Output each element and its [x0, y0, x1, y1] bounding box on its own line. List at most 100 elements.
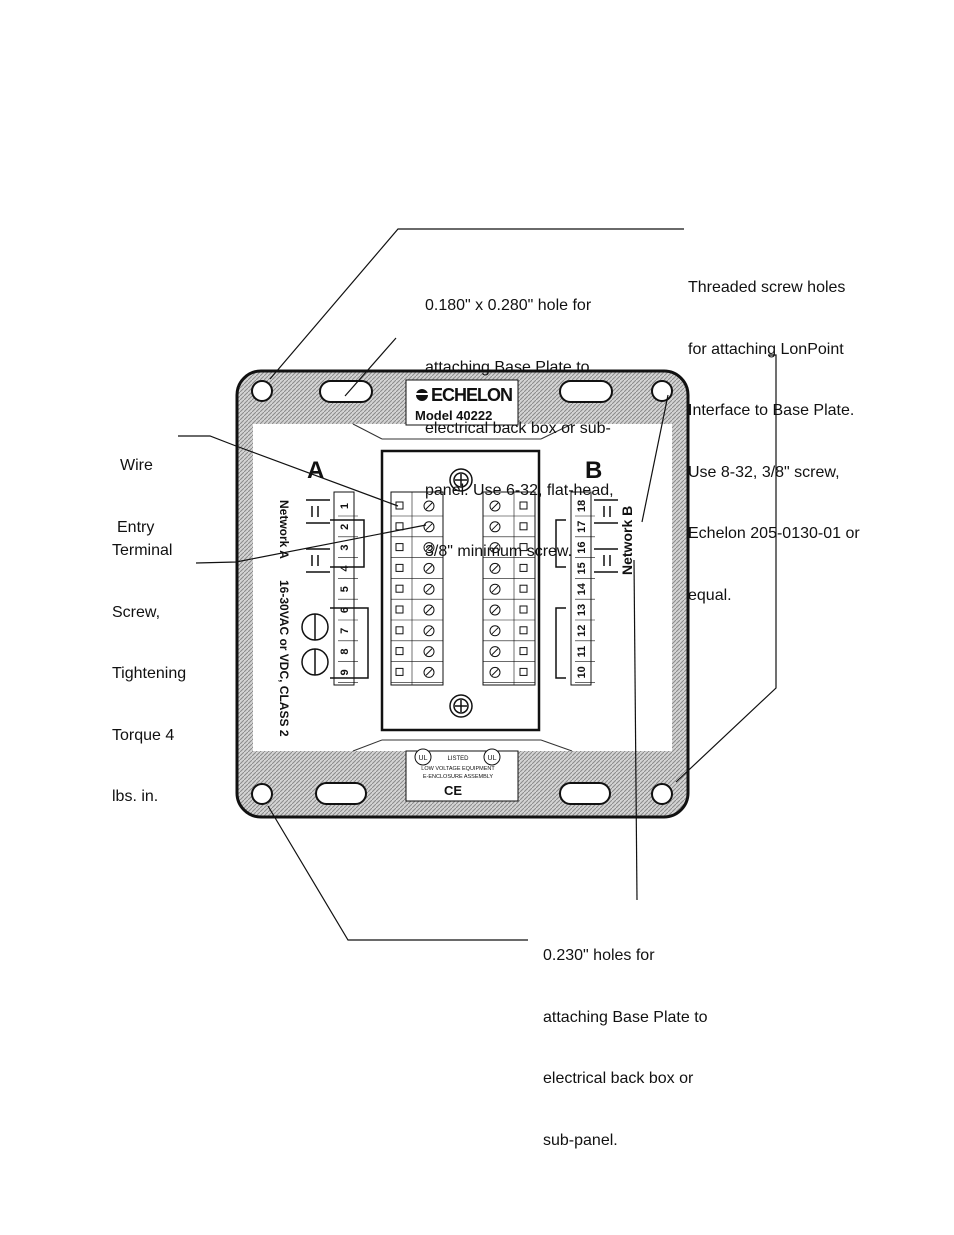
- leader-bottom-left-hole: [267, 805, 528, 941]
- callout-line: Use 8-32, 3/8" screw,: [688, 463, 840, 481]
- wire-entry-left: [395, 667, 404, 676]
- terminal-strip-b: [570, 491, 592, 686]
- callout-line: for attaching LonPoint: [688, 340, 844, 358]
- leader-bottom-holes-right: [633, 559, 638, 901]
- terminal-number: 1: [339, 503, 351, 509]
- wire-entry-left: [395, 647, 404, 656]
- screw-slot: [491, 523, 499, 531]
- screw-slot: [491, 648, 499, 655]
- terminal-number: 18: [576, 500, 588, 512]
- echelon-logo: [415, 389, 429, 401]
- leader-top-left-hole: [269, 228, 684, 380]
- callout-threaded-holes: Threaded screw holes for attaching LonPo…: [688, 237, 860, 627]
- leader-wire-entry: [178, 435, 399, 507]
- wire-entry-left: [395, 563, 404, 572]
- listing-text-2: LOW VOLTAGE EQUIPMENT: [421, 766, 495, 772]
- callout-line: panel. Use 6-32, flat-head,: [425, 481, 614, 499]
- network-a-label: Network A: [277, 500, 291, 559]
- section-a-label: A: [307, 457, 324, 484]
- round-mounting-holes: [251, 380, 673, 805]
- terminal-number: 10: [576, 666, 588, 678]
- ul-mark-left: UL: [414, 748, 432, 766]
- screw-slot: [491, 606, 499, 614]
- power-spec-label: 16-30VAC or VDC, CLASS 2: [277, 580, 291, 737]
- screw-slot: [425, 502, 433, 510]
- round-hole-bottom-right: [651, 783, 673, 805]
- callout-terminal-screw: Terminal Screw, Tightening Torque 4 lbs.…: [112, 500, 186, 828]
- screw-slot: [491, 585, 499, 593]
- slot-top-left: [319, 380, 373, 403]
- callout-line: Echelon 205-0130-01 or: [688, 525, 860, 542]
- screw-slot: [491, 502, 499, 510]
- round-hole-bottom-left: [251, 783, 273, 805]
- callout-bottom-holes: 0.230" holes for attaching Base Plate to…: [543, 905, 708, 1172]
- svg-text:UL: UL: [419, 755, 428, 762]
- wire-entry-right: [519, 501, 528, 510]
- terminal-number: 4: [339, 564, 351, 571]
- screw-slot: [425, 544, 433, 551]
- terminal-number: 11: [576, 646, 588, 658]
- terminal-number: 2: [339, 524, 351, 530]
- leader-lines: [178, 228, 777, 941]
- callout-line: Wire: [120, 457, 153, 474]
- callout-wire-entry: Wire Entry: [117, 415, 154, 559]
- wire-entry-left: [395, 522, 404, 531]
- screw-slot: [425, 627, 433, 635]
- slotted-mounting-holes: [315, 380, 613, 805]
- callout-line: electrical back box or sub-: [425, 420, 611, 437]
- callout-top-hole: 0.180" x 0.280" hole for attaching Base …: [425, 255, 614, 583]
- wire-entry-right: [519, 522, 528, 531]
- brand-name: ECHELON: [431, 385, 512, 405]
- network-a-jumpers: [306, 499, 365, 573]
- screw-slot: [491, 544, 499, 551]
- callout-line: Screw,: [112, 603, 161, 621]
- callout-line: 0.230" holes for: [543, 947, 655, 964]
- callout-line: Terminal: [112, 542, 173, 559]
- screw-slot: [425, 648, 433, 655]
- listing-text-1: LISTED: [447, 756, 469, 762]
- callout-line: Torque 4: [112, 726, 175, 744]
- screw-slot: [425, 585, 433, 593]
- callout-line: Threaded screw holes: [688, 279, 846, 296]
- callout-line: equal.: [688, 586, 732, 604]
- brand-label-panel: [405, 379, 519, 426]
- callout-line: electrical back box or: [543, 1070, 694, 1087]
- wire-entry-right: [519, 647, 528, 656]
- module-screw-bottom: [449, 694, 473, 718]
- network-b-jumpers: [555, 499, 618, 679]
- network-b-label: Network B: [619, 506, 635, 575]
- terminal-number: 3: [339, 545, 351, 551]
- terminal-number: 13: [576, 604, 588, 616]
- ul-mark-right: UL: [483, 748, 501, 766]
- terminal-number: 9: [339, 669, 351, 675]
- wire-entry-right: [519, 626, 528, 635]
- screw-slot: [425, 606, 433, 614]
- callout-line: 0.180" x 0.280" hole for: [425, 297, 592, 314]
- round-hole-top-left: [251, 380, 273, 402]
- callout-line: 3/8" minimum screw.: [425, 543, 573, 560]
- model-number: Model 40222: [415, 408, 492, 423]
- callout-line: Interface to Base Plate.: [688, 402, 855, 419]
- wire-entry-right: [519, 667, 528, 676]
- slot-bottom-left: [315, 782, 367, 805]
- screw-slot: [491, 565, 499, 572]
- terminal-number: 8: [339, 649, 351, 655]
- screw-slot: [425, 669, 433, 676]
- module-screw-top: [449, 468, 473, 492]
- terminal-number: 5: [339, 586, 351, 592]
- wire-entry-right: [519, 584, 528, 593]
- wire-entry-right: [519, 543, 528, 552]
- leader-terminal-screw: [195, 524, 427, 564]
- screw-slot: [491, 627, 499, 635]
- leader-threaded-top-right: [641, 394, 669, 523]
- screw-slot: [491, 669, 499, 676]
- terminal-number: 12: [576, 625, 588, 637]
- round-hole-top-right: [651, 380, 673, 402]
- svg-text:UL: UL: [488, 755, 497, 762]
- wire-entry-left: [395, 543, 404, 552]
- terminal-number: 6: [339, 607, 351, 613]
- wire-entry-left: [395, 626, 404, 635]
